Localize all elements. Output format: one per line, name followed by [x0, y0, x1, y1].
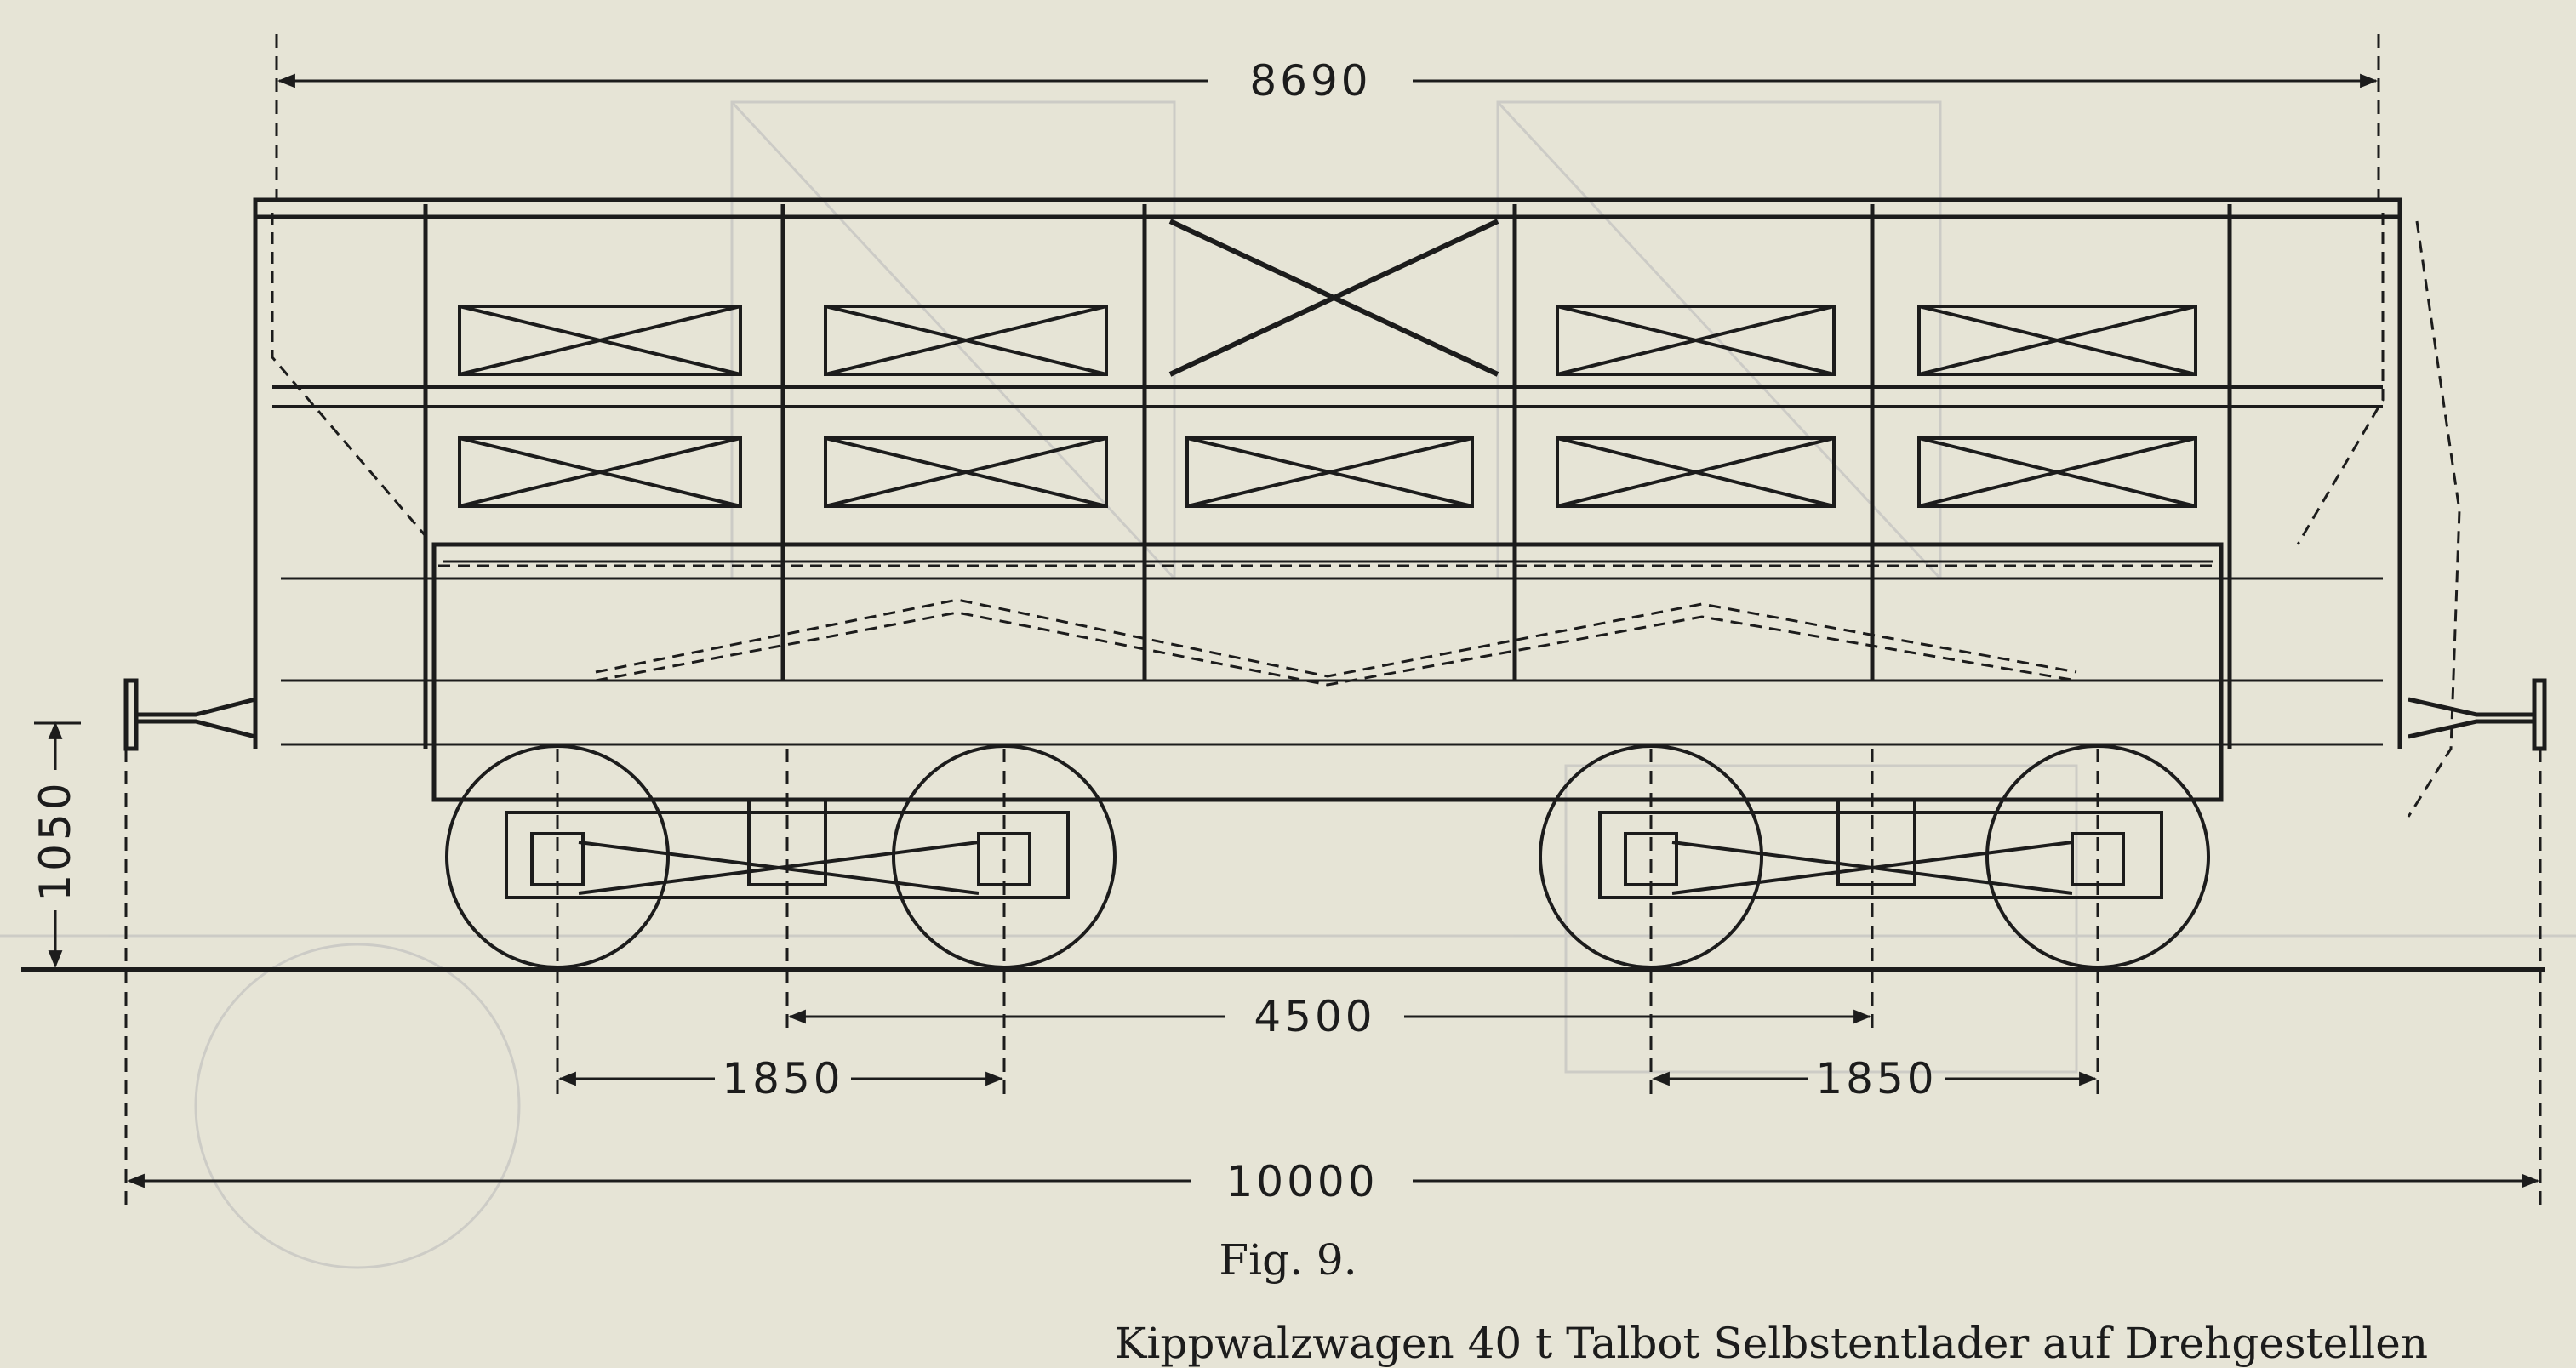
dim-label-1850-left: 1850: [722, 1054, 843, 1103]
dim-label-10000: 10000: [1225, 1157, 1378, 1206]
dim-label-8690: 8690: [1249, 56, 1371, 105]
dimension-lines: [34, 73, 2540, 1188]
dim-label-4500: 4500: [1254, 992, 1375, 1041]
bogie-left: [445, 744, 1117, 969]
figure-caption: Fig. 9.: [1219, 1235, 1357, 1285]
dim-label-1850-right: 1850: [1815, 1054, 1937, 1103]
buffers: [123, 678, 2547, 751]
side-panels: [443, 219, 2213, 563]
figure-subcaption: Kippwalzwagen 40 t Talbot Selbstentlader…: [1115, 1319, 2429, 1368]
dim-label-1050: 1050: [31, 779, 80, 901]
extension-lines: [124, 34, 2542, 1208]
bogie-right: [1539, 744, 2210, 969]
hopper-dashed: [271, 213, 2461, 818]
stanchions: [423, 204, 2232, 749]
wagon-body: [253, 197, 2402, 802]
